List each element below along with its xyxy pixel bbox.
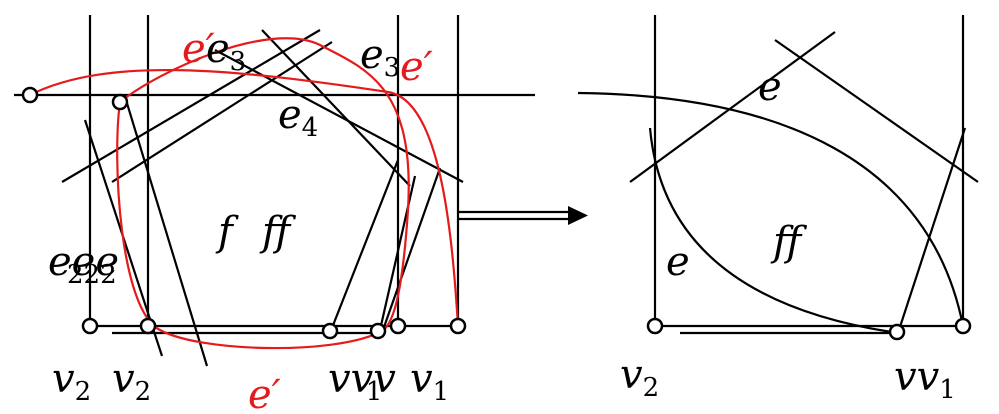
label-e3-top: e3: [206, 26, 246, 77]
label-e4: e4: [278, 92, 318, 143]
label-v1: vv1: [894, 354, 956, 405]
red-curve-e-prime: [119, 37, 410, 335]
label-v2-b: v2: [112, 356, 151, 407]
label-e-prime-bottom: e′: [248, 372, 281, 414]
right-curve: [577, 91, 965, 327]
left-point-v: [321, 322, 339, 340]
label-e-left: e: [666, 239, 690, 285]
edge-line: [61, 29, 321, 183]
label-v-group: vvv1: [328, 356, 396, 407]
left-point: [111, 93, 129, 111]
red-curve-e-prime: [116, 101, 379, 350]
label-face-f: f: [215, 209, 239, 255]
right-curve: [648, 127, 899, 335]
label-face-f: ff: [770, 219, 808, 265]
edge-line: [328, 159, 400, 334]
edge-line: [214, 49, 464, 183]
right-point-v1: [954, 317, 972, 335]
label-face-ff: ff: [259, 209, 297, 255]
right-panel: e ff e v2 vv1: [577, 15, 979, 405]
edge-line: [774, 39, 979, 183]
edge-line: [896, 127, 967, 334]
label-v1: v1: [410, 356, 449, 407]
edge-line: [124, 99, 209, 367]
right-point-v: [888, 323, 906, 341]
label-v2: v2: [620, 352, 659, 403]
edge-line: [381, 167, 442, 331]
left-panel: e′ e3 e3 e′ e4 f ff eee222 v2 v2 e′ vvv1…: [14, 15, 535, 414]
right-point-v2: [646, 317, 664, 335]
transition-arrow-icon: [458, 206, 588, 225]
edge-line: [261, 29, 411, 187]
red-curve-e-prime: [29, 68, 460, 327]
left-point-v2: [81, 317, 99, 335]
label-e2: eee222: [48, 239, 119, 290]
label-e-prime-right: e′: [400, 44, 433, 90]
label-e3-right: e3: [360, 32, 400, 83]
edge-line: [629, 31, 836, 183]
left-point-v2: [139, 317, 157, 335]
label-v2-a: v2: [52, 356, 91, 407]
label-e-prime-top: e′: [182, 26, 215, 72]
label-e-top: e: [758, 64, 782, 110]
left-point-v: [369, 322, 387, 340]
left-point-v: [389, 317, 407, 335]
left-point: [21, 86, 39, 104]
left-point-v1: [449, 317, 467, 335]
